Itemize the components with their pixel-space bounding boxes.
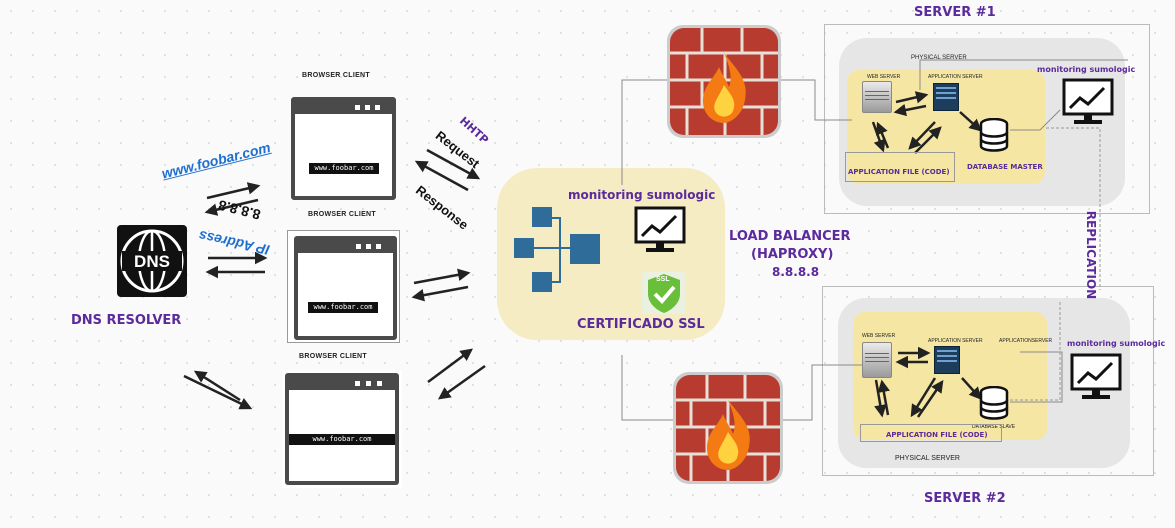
- server2-app-file-box: [860, 424, 1002, 442]
- replication-label: REPLICATION: [1084, 210, 1099, 300]
- server1-database-label: DATABASE MASTER: [967, 163, 1043, 171]
- server2-app-server-icon: [934, 346, 960, 374]
- load-balancer-panel: [497, 168, 725, 340]
- server2-app-server-2-label: APPLICATIONSERVER: [999, 338, 1053, 344]
- browser-client-1[interactable]: www.foobar.com: [291, 97, 396, 200]
- server2-monitoring-label: monitoring sumologic: [1067, 339, 1166, 348]
- browser-client-3[interactable]: www.foobar.com: [282, 370, 402, 488]
- ssl-certificate-label: CERTIFICADO SSL: [577, 317, 705, 332]
- server2-title: SERVER #2: [924, 491, 1006, 506]
- server1-app-server-icon: [933, 83, 959, 111]
- lb-monitor-icon: [634, 206, 686, 252]
- dns-resolver-label: DNS RESOLVER: [71, 313, 182, 328]
- server2-app-server-label: APPLICATION SERVER: [928, 338, 983, 344]
- ssl-shield-icon: [642, 272, 686, 314]
- server1-web-server-label: WEB SERVER: [867, 74, 901, 80]
- server2-web-server-icon: [862, 342, 892, 378]
- browser-url: www.foobar.com: [309, 163, 379, 174]
- load-balancer-ip: 8.8.8.8: [772, 265, 820, 279]
- ssl-badge-text: SSL: [656, 276, 670, 283]
- dns-icon-text: DNS: [134, 252, 170, 271]
- server1-app-file-box: [845, 152, 955, 182]
- server1-outline: [824, 24, 1150, 214]
- server2-database-icon: [979, 386, 1009, 420]
- load-balancer-title: LOAD BALANCER: [729, 229, 851, 244]
- server2-physical-label: PHYSICAL SERVER: [895, 455, 960, 462]
- server1-database-icon: [979, 118, 1009, 152]
- lb-monitoring-label: monitoring sumologic: [568, 188, 716, 202]
- server1-physical-label: PHYSICAL SERVER: [911, 55, 967, 61]
- server1-title: SERVER #1: [914, 5, 996, 20]
- load-balancer-node-icon: [514, 207, 600, 292]
- dns-icon: DNS: [117, 225, 187, 297]
- firewall-icon-top: [667, 25, 781, 138]
- load-balancer-subtitle: (HAPROXY): [751, 247, 834, 262]
- server2-app-file-label: APPLICATION FILE (CODE): [886, 431, 988, 439]
- browser-url: www.foobar.com: [308, 302, 378, 313]
- browser-client-label-3: BROWSER CLIENT: [299, 353, 367, 360]
- browser-url: www.foobar.com: [289, 434, 395, 445]
- server2-monitor-icon: [1070, 353, 1122, 399]
- server2-database-label: DATABASE SLAVE: [972, 424, 1016, 430]
- server2-outline: [822, 286, 1154, 476]
- server1-app-file-label: APPLICATION FILE (CODE): [848, 168, 950, 176]
- server1-web-server-icon: [862, 81, 892, 113]
- browser-client-2[interactable]: www.foobar.com: [287, 230, 400, 343]
- server1-monitor-icon: [1062, 78, 1114, 124]
- server1-app-server-label: APPLICATION SERVER: [928, 74, 983, 80]
- browser-client-label-1: BROWSER CLIENT: [302, 72, 370, 79]
- server1-monitoring-label: monitoring sumologic: [1037, 65, 1136, 74]
- firewall-icon-bottom: [673, 372, 783, 484]
- server2-web-server-label: WEB SERVER: [862, 333, 896, 339]
- browser-client-label-2: BROWSER CLIENT: [308, 211, 376, 218]
